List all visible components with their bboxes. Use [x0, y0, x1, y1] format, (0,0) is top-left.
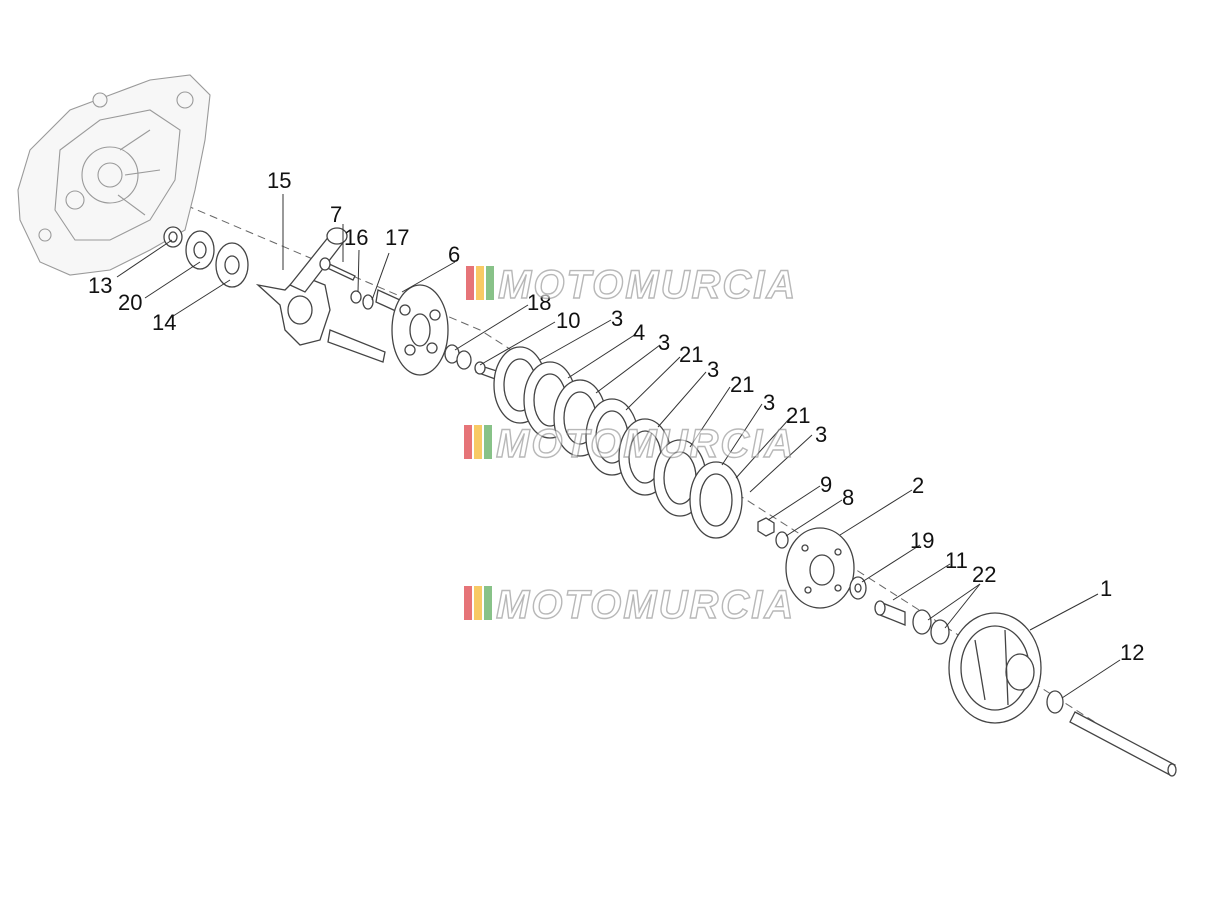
watermark-logo-mark — [466, 266, 474, 300]
callout-3-first: 3 — [611, 306, 623, 331]
washer-16 — [350, 290, 362, 304]
callout-8: 8 — [842, 485, 854, 510]
gear-20 — [185, 230, 215, 270]
washer-19 — [849, 576, 867, 600]
main-shaft — [1069, 711, 1177, 777]
callout-13: 13 — [88, 273, 112, 298]
watermark-logo-mark — [464, 425, 472, 459]
callout-21-second: 21 — [730, 372, 754, 397]
callout-12: 12 — [1120, 640, 1144, 665]
callout-1: 1 — [1100, 576, 1112, 601]
watermark-top: MOTOMURCIA — [466, 262, 797, 308]
callout-21-third: 21 — [786, 403, 810, 428]
callout-11: 11 — [945, 548, 968, 573]
watermark-text: MOTOMURCIA — [496, 583, 795, 627]
callout-22: 22 — [972, 562, 996, 587]
washer-8 — [775, 531, 789, 549]
watermark-logo-mark — [484, 586, 492, 620]
callout-19: 19 — [910, 528, 934, 553]
callout-labels: 15 7 16 17 6 13 20 14 18 10 3 4 3 21 3 2… — [88, 168, 1144, 665]
callout-14: 14 — [152, 310, 176, 335]
callout-3-third: 3 — [707, 357, 719, 382]
watermark-text: MOTOMURCIA — [496, 422, 795, 466]
callout-3-fifth: 3 — [815, 422, 827, 447]
crankcase-cover — [17, 74, 211, 276]
callout-4: 4 — [633, 320, 645, 345]
callout-20: 20 — [118, 290, 142, 315]
callout-3-fourth: 3 — [763, 390, 775, 415]
gear-14 — [215, 242, 249, 288]
callout-17: 17 — [385, 225, 409, 250]
needle-bearing-22 — [912, 609, 950, 645]
callout-2: 2 — [912, 473, 924, 498]
watermark-text: MOTOMURCIA — [498, 263, 797, 307]
pressure-plate-6 — [391, 284, 449, 376]
clutch-plate-stack — [493, 346, 743, 539]
bolt-7 — [319, 257, 356, 281]
watermark-logo-mark — [484, 425, 492, 459]
callout-7: 7 — [330, 202, 342, 227]
callout-10: 10 — [556, 308, 580, 333]
spring-17 — [362, 289, 401, 313]
watermark-bottom: MOTOMURCIA — [464, 582, 795, 628]
clutch-hub-2 — [785, 527, 855, 609]
callout-3-second: 3 — [658, 330, 670, 355]
clutch-basket-1 — [948, 612, 1042, 724]
leader-lines — [116, 194, 1121, 699]
watermark-logo-mark — [486, 266, 494, 300]
washer-12 — [1046, 690, 1064, 714]
watermark-middle: MOTOMURCIA — [464, 421, 795, 467]
watermark-logo-mark — [474, 586, 482, 620]
callout-21-first: 21 — [679, 342, 703, 367]
crankshaft — [255, 227, 386, 363]
callout-15: 15 — [267, 168, 291, 193]
nut-9 — [757, 517, 775, 537]
callout-18: 18 — [527, 290, 551, 315]
watermark-logo-mark — [474, 425, 482, 459]
callout-16: 16 — [344, 225, 368, 250]
watermark-logo-mark — [464, 586, 472, 620]
bushing-11 — [874, 600, 906, 626]
callout-6: 6 — [448, 242, 460, 267]
callout-9: 9 — [820, 472, 832, 497]
watermark-logo-mark — [476, 266, 484, 300]
